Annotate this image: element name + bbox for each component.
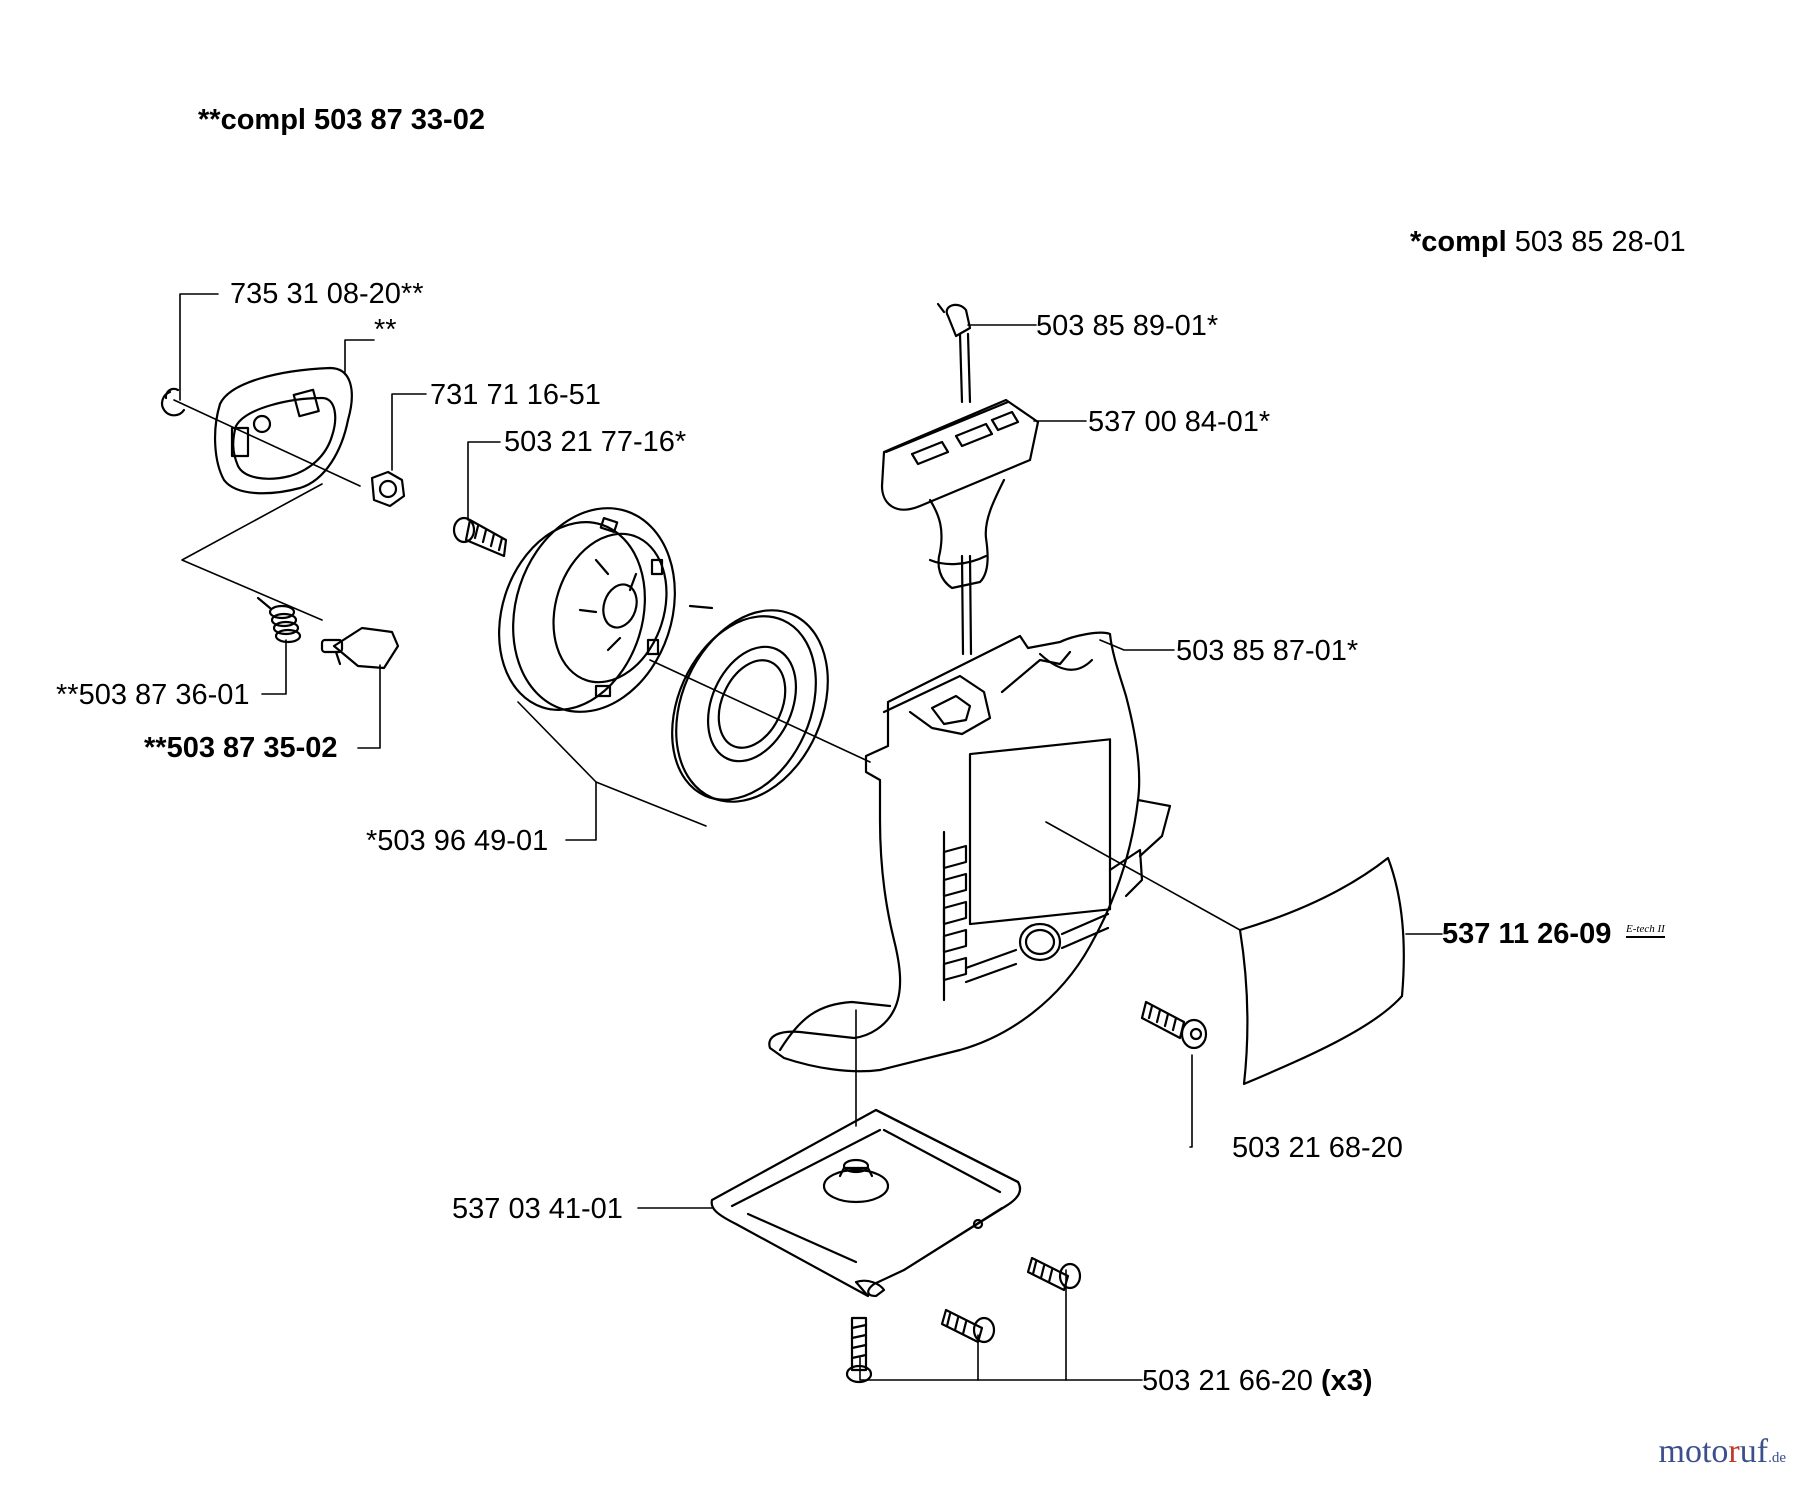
pulley-part	[498, 507, 676, 713]
rope-grip-part	[936, 302, 972, 338]
nut-part	[370, 470, 406, 508]
watermark-suffix: .de	[1768, 1450, 1786, 1466]
decal-badge: E-tech II	[1626, 924, 1665, 938]
bracket-screw-2	[940, 1308, 996, 1344]
label-bracket-screw-number: 503 21 66-20	[1142, 1365, 1313, 1397]
decal-part	[1238, 856, 1405, 1086]
spring-part	[256, 596, 302, 644]
label-rope-grip: 503 85 89-01*	[1036, 310, 1219, 342]
assembly-header-a-number: 503 87 33-02	[314, 104, 485, 136]
label-pulley-spring-set: *503 96 49-01	[366, 825, 549, 857]
housing-screw-part	[1140, 1000, 1208, 1050]
watermark-part-2: r	[1728, 1433, 1740, 1470]
starter-housing-part	[768, 631, 1172, 1073]
bracket-part	[710, 1108, 1022, 1298]
recoil-spring-part	[671, 604, 829, 803]
label-bracket-screw-qty: (x3)	[1321, 1365, 1373, 1397]
watermark-part-3: uf	[1739, 1433, 1769, 1470]
label-pulley-screw: 503 21 77-16*	[504, 426, 687, 458]
assembly-header-a-prefix: **compl	[198, 104, 306, 136]
watermark-logo: motoruf.de	[1659, 1433, 1786, 1471]
pawl-part	[320, 626, 400, 670]
bracket-screw-3	[845, 1316, 873, 1384]
label-pawl: **503 87 35-02	[144, 732, 338, 764]
label-circlip: 735 31 08-20**	[230, 278, 424, 310]
label-nut: 731 71 16-51	[430, 379, 601, 411]
label-housing-screw: 503 21 68-20	[1232, 1132, 1403, 1164]
label-decal: 537 11 26-09	[1442, 918, 1612, 950]
watermark-part-1: moto	[1658, 1433, 1729, 1470]
leader-lines	[173, 293, 1443, 1381]
label-bracket-screw: 503 21 66-20 (x3)	[1142, 1367, 1373, 1396]
assembly-header-b-number: 503 85 28-01	[1514, 226, 1686, 258]
circlip-part	[160, 387, 186, 417]
assembly-header-b: *compl 503 85 28-01	[1410, 228, 1686, 257]
label-spring: **503 87 36-01	[56, 679, 250, 711]
label-pawl-plate: **	[374, 314, 397, 346]
starter-rope	[958, 332, 973, 656]
assembly-header-a: **compl 503 87 33-02	[198, 106, 485, 135]
assembly-header-b-prefix: *compl	[1410, 226, 1507, 258]
handle-part	[880, 398, 1040, 590]
pulley-screw-part	[452, 516, 508, 558]
label-bracket: 537 03 41-01	[452, 1193, 623, 1225]
bracket-screw-1	[1026, 1256, 1082, 1292]
label-handle: 537 00 84-01*	[1088, 406, 1271, 438]
label-starter-housing: 503 85 87-01*	[1176, 635, 1359, 667]
pawl-plate-part	[213, 366, 353, 495]
